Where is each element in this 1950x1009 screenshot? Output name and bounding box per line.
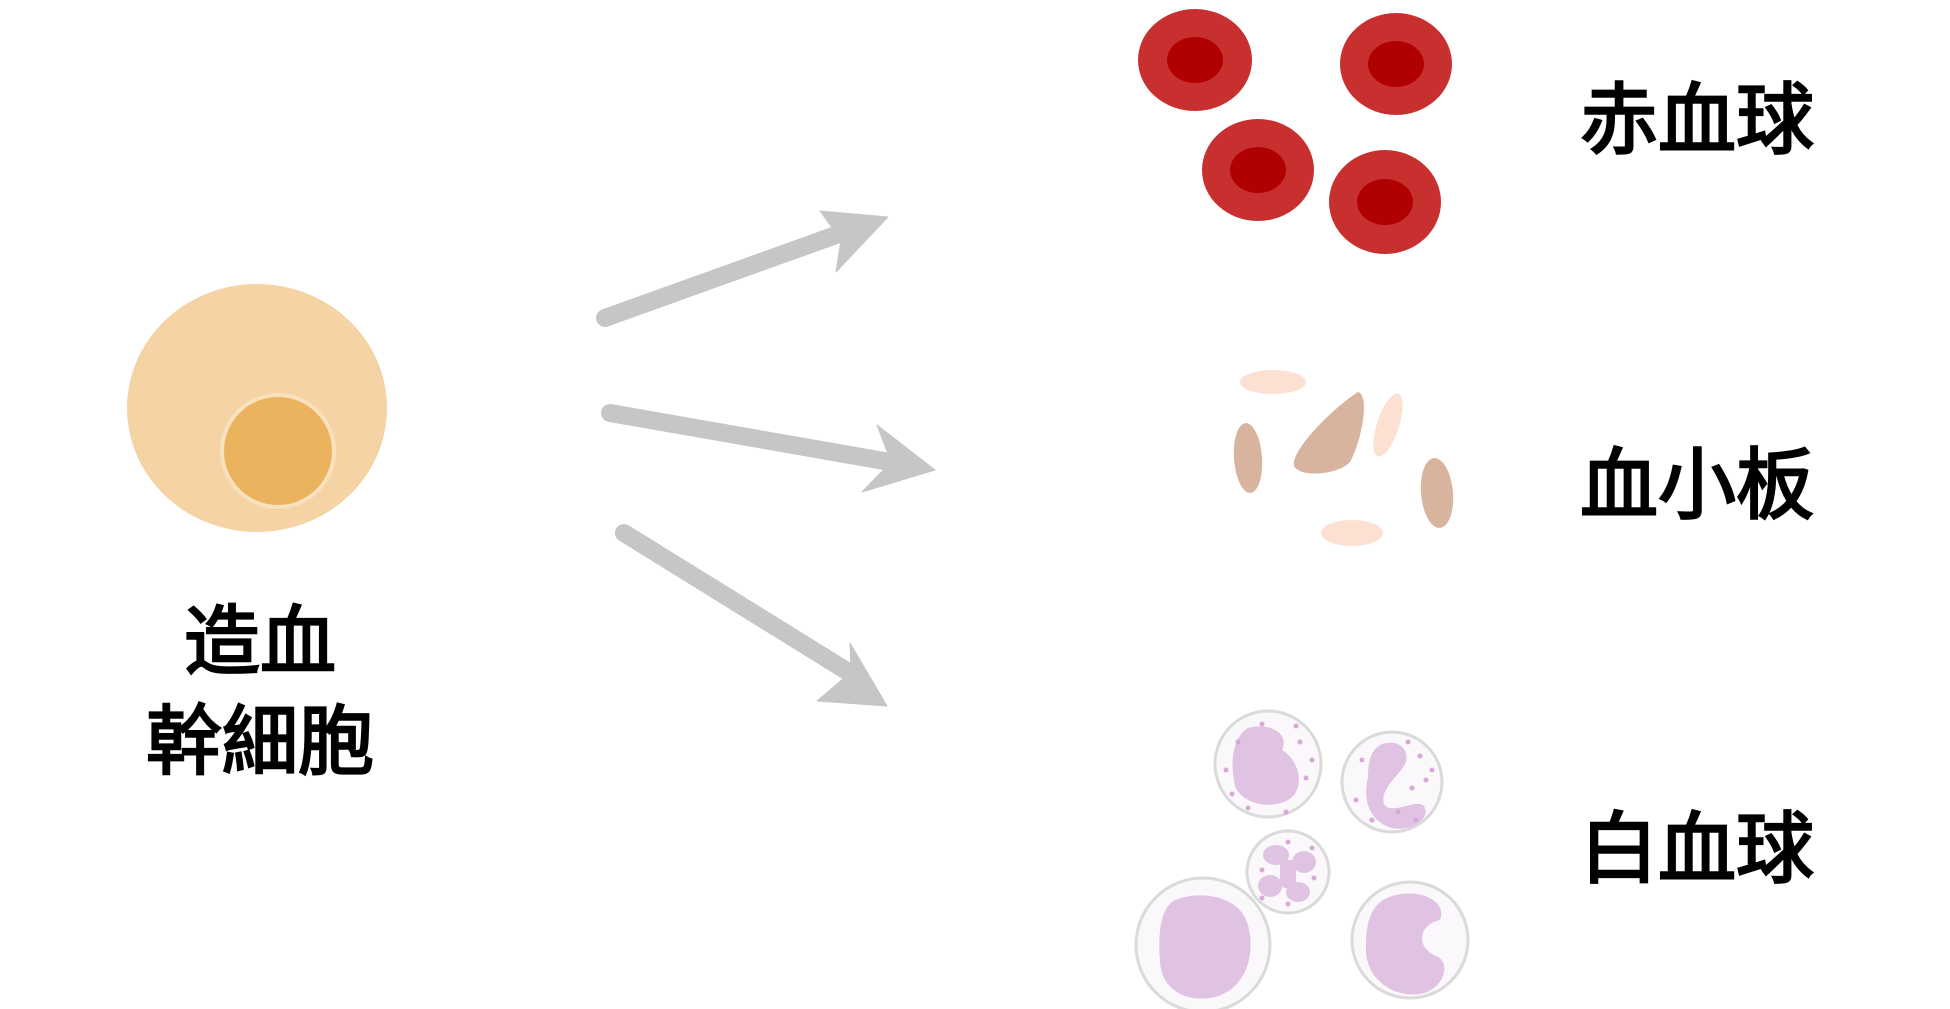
- differentiation-arrows: [596, 210, 936, 707]
- white-blood-cells-icon: [1134, 709, 1470, 1009]
- stem-cell-label-line2: 幹細胞: [146, 697, 374, 786]
- red-blood-cells-label: 赤血球: [1580, 76, 1815, 166]
- lymphocyte: [1134, 876, 1272, 1009]
- monocyte: [1350, 880, 1470, 1000]
- stem-cell-nucleus: [220, 393, 336, 509]
- arrow-to-red-blood-cells: [596, 210, 889, 327]
- granulocyte-1: [1213, 709, 1323, 819]
- arrow-to-white-blood-cells: [615, 524, 888, 707]
- granulocyte-3: [1245, 829, 1331, 915]
- platelets-icon: [1233, 370, 1454, 546]
- stem-cell-label-line1: 造血: [184, 597, 336, 686]
- white-blood-cells-label: 白血球: [1580, 805, 1815, 895]
- granulocyte-2: [1340, 730, 1444, 834]
- arrow-to-platelets: [601, 404, 936, 493]
- platelets-label: 血小板: [1580, 441, 1815, 531]
- red-blood-cells-icon: [1138, 9, 1452, 254]
- stem-cell-icon: [127, 284, 387, 532]
